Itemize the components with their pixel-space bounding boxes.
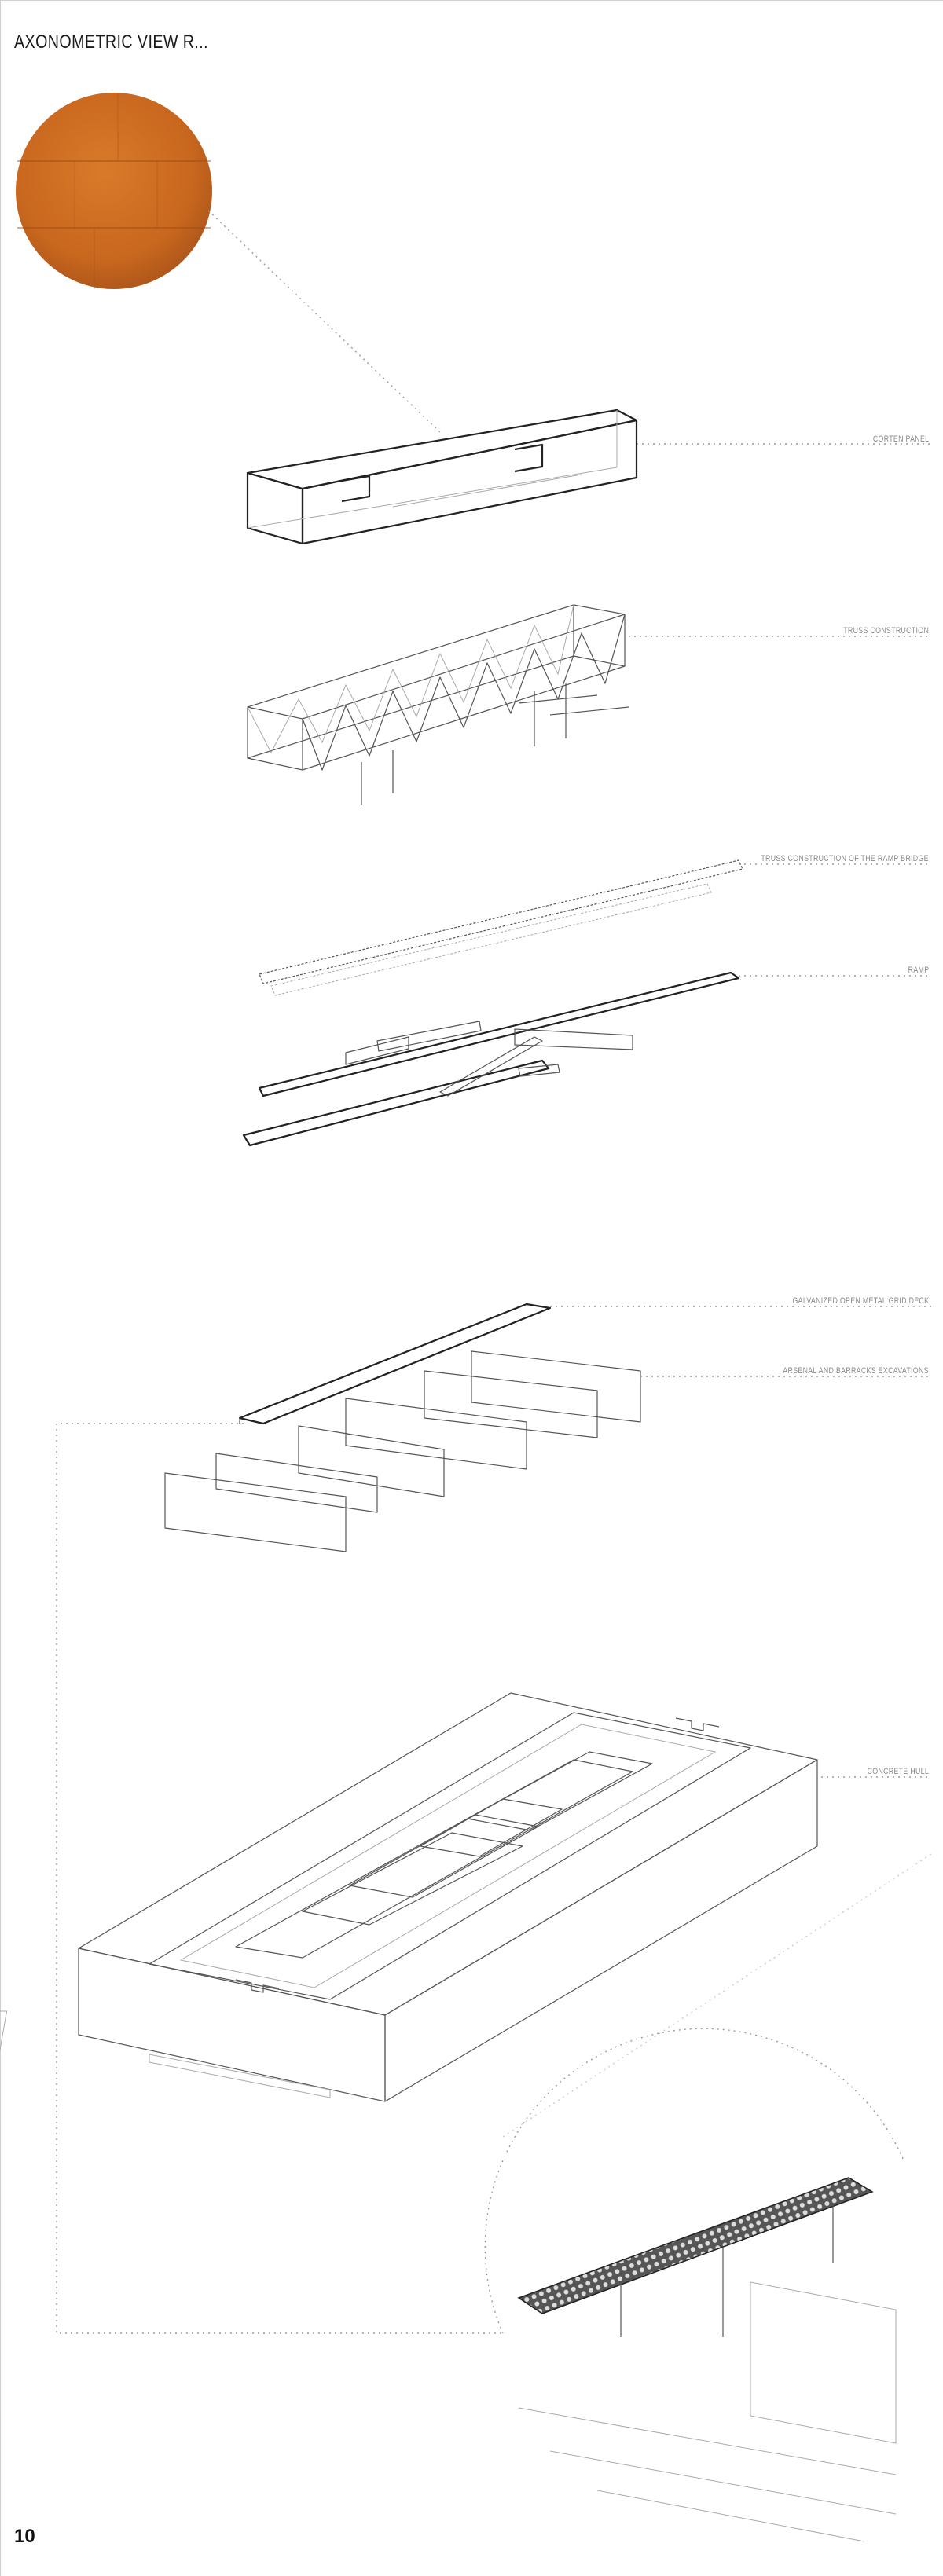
page-left-border <box>0 0 1 2576</box>
excavations <box>164 1350 641 1552</box>
label-corten-panel: CORTEN panel <box>872 434 929 444</box>
ramp <box>242 971 740 1147</box>
concrete-hull <box>0 1692 818 2102</box>
corten-box <box>246 409 638 545</box>
corten-leader <box>207 210 441 433</box>
label-ramp-bridge-truss: TRUSS CONSTRUCTION OF THE RAMP BRIDGE <box>761 854 929 863</box>
label-truss-construction: TRUSS CONSTRUCTION <box>843 626 929 636</box>
label-excavations: ARSENAL AND BARRACKS EXCAVATIONS <box>783 1366 929 1376</box>
page-number: 10 <box>14 2526 35 2547</box>
label-ramp: RAMP <box>908 966 929 975</box>
ramp-bridge-truss <box>259 859 743 996</box>
corten-material-swatch <box>16 93 212 289</box>
page-top-border <box>0 0 943 1</box>
open-metal-grid-deck <box>238 1303 552 1425</box>
hull-projection-line <box>502 1853 932 2138</box>
detail-circle <box>484 2028 904 2542</box>
label-grid-deck: GALVANIZED OPEN METAL GRID DECK <box>792 1296 929 1306</box>
detail-frame <box>56 1423 503 2334</box>
truss-construction <box>247 604 629 805</box>
page-title: AXONOMETRIC VIEW R... <box>14 31 208 53</box>
label-concrete-hull: CONCRETE HULL <box>867 1767 929 1776</box>
